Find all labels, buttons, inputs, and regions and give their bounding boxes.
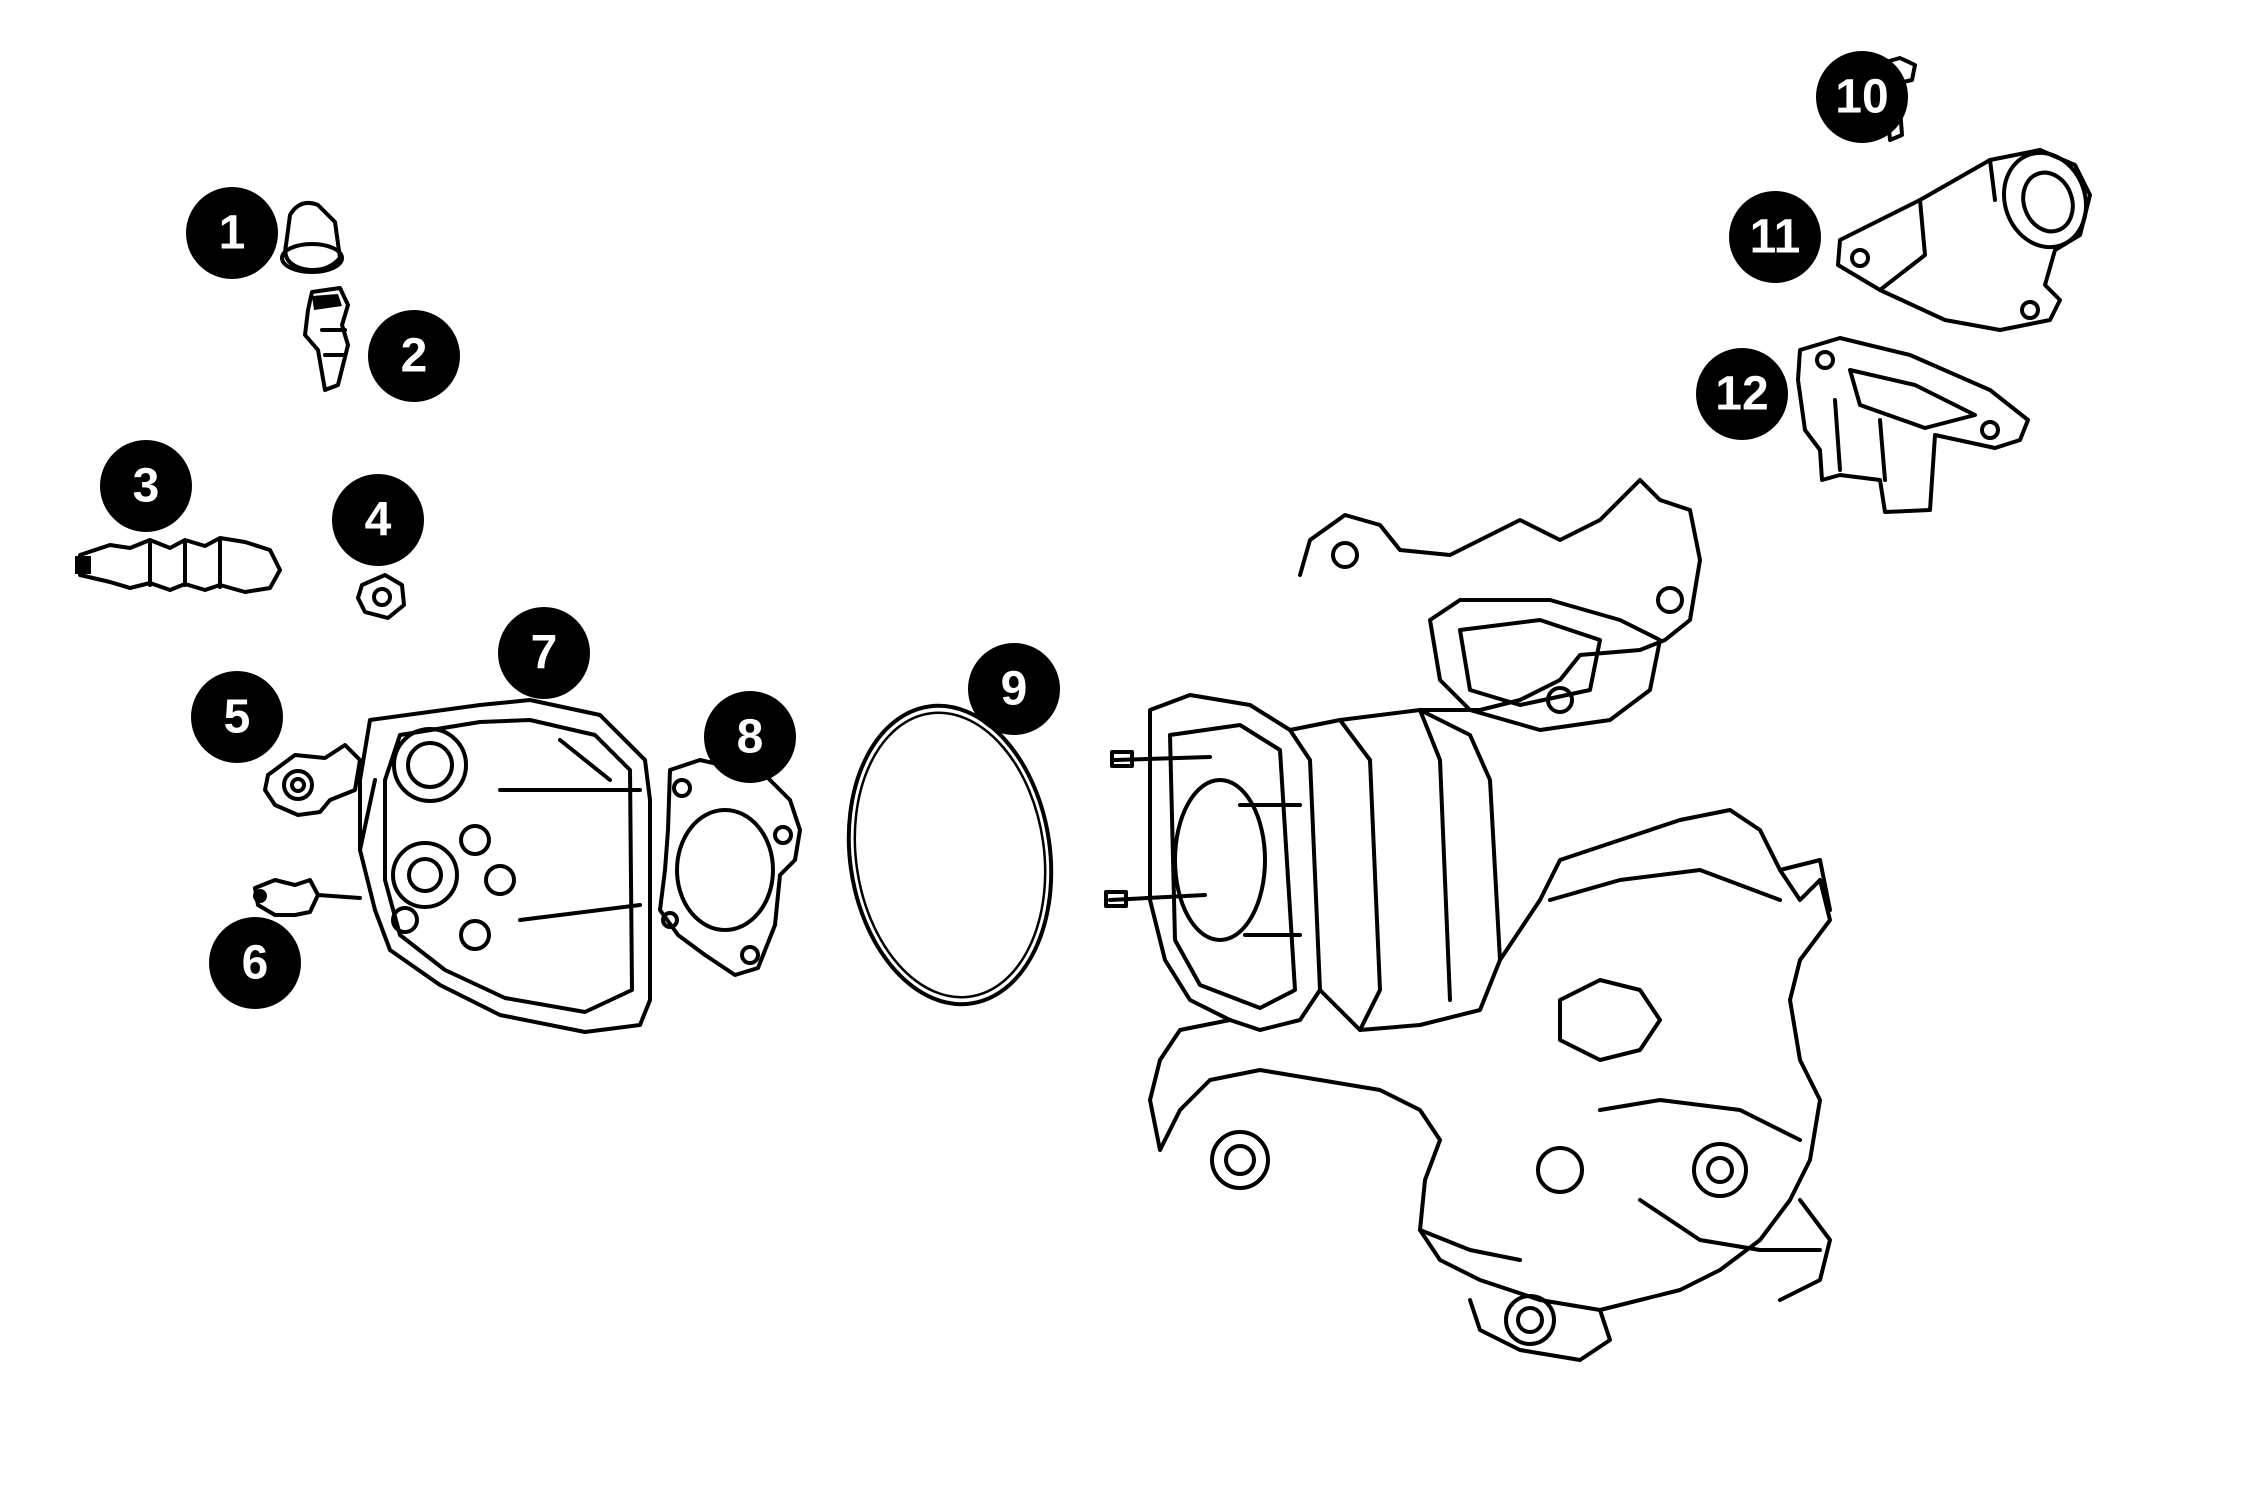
callout-5: 5 <box>191 671 283 763</box>
callout-4-marker <box>332 474 424 566</box>
callout-8: 8 <box>704 691 796 783</box>
part-7-cylinder-head <box>358 698 652 1034</box>
callout-9: 9 <box>968 643 1060 735</box>
part-3-spark-plug <box>75 536 282 594</box>
callout-11: 11 <box>1729 191 1821 283</box>
part-8-head-gasket <box>658 758 802 977</box>
callout-3-label: 3 <box>133 460 160 513</box>
callout-8-marker <box>704 691 796 783</box>
callout-2: 2 <box>368 310 460 402</box>
callout-1-label: 1 <box>219 207 246 260</box>
part-4-nut <box>356 573 406 620</box>
callout-11-marker <box>1729 191 1821 283</box>
part-6-screw <box>253 878 362 917</box>
part-11-intake-manifold <box>1836 148 2092 332</box>
callout-3-marker <box>100 440 192 532</box>
callout-7-label: 7 <box>531 627 558 680</box>
callout-12: 12 <box>1696 348 1788 440</box>
callout-7: 7 <box>498 607 590 699</box>
callout-10: 10 <box>1816 51 1908 143</box>
part-5-sensor <box>263 743 362 817</box>
callout-6: 6 <box>209 917 301 1009</box>
callout-6-label: 6 <box>242 937 269 990</box>
callout-7-marker <box>498 607 590 699</box>
callout-9-label: 9 <box>1001 663 1028 716</box>
part-2-fitting <box>303 286 350 392</box>
callout-4: 4 <box>332 474 424 566</box>
part-12-reed-block <box>1796 336 2030 514</box>
callout-5-label: 5 <box>224 691 251 744</box>
callout-9-marker <box>968 643 1060 735</box>
callout-1-marker <box>186 187 278 279</box>
callout-1: 1 <box>186 187 278 279</box>
callout-2-marker <box>368 310 460 402</box>
callout-5-marker <box>191 671 283 763</box>
callout-2-label: 2 <box>401 330 428 383</box>
callout-12-label: 12 <box>1715 368 1768 421</box>
part-9-o-ring <box>846 703 1054 1007</box>
callout-10-marker <box>1816 51 1908 143</box>
callout-11-label: 11 <box>1750 211 1801 264</box>
engine-crankcase <box>1104 478 1832 1362</box>
callout-8-label: 8 <box>737 711 764 764</box>
part-1-cap <box>280 201 344 274</box>
callout-4-label: 4 <box>365 494 392 547</box>
callout-6-marker <box>209 917 301 1009</box>
callout-12-marker <box>1696 348 1788 440</box>
callout-10-label: 10 <box>1835 71 1888 124</box>
callout-3: 3 <box>100 440 192 532</box>
